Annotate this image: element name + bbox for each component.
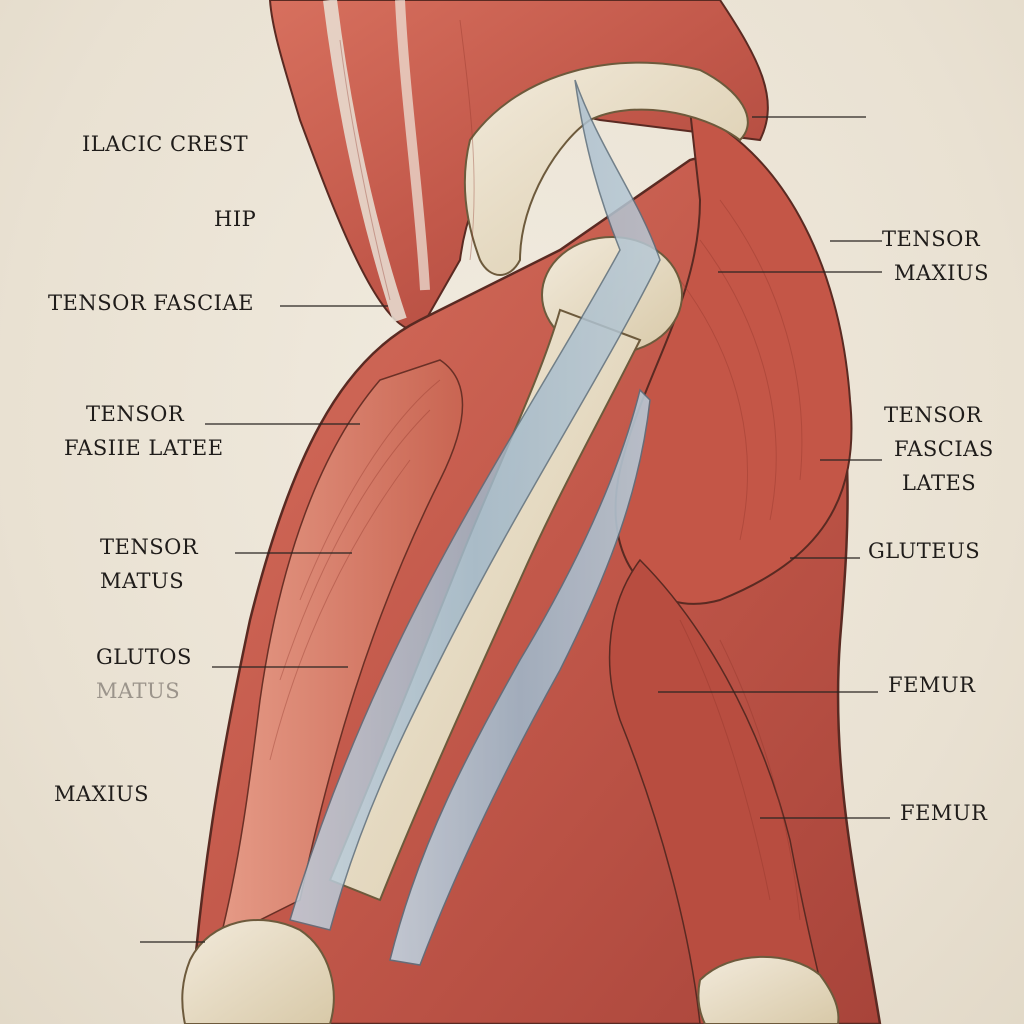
label-hip: HIP <box>214 207 257 231</box>
label-tensor-fasiie-latee: TENSOR FASIIE LATEE <box>64 402 224 460</box>
label-tensor-maxius: TENSOR MAXIUS <box>882 227 989 285</box>
gluteus-maximus-muscle <box>614 108 853 605</box>
tensor-tendon <box>389 388 651 966</box>
label-femur-2: FEMUR <box>900 801 988 825</box>
pelvis-bone <box>463 61 749 276</box>
rectus-sheath <box>323 0 407 323</box>
label-maxius: MAXIUS <box>54 782 149 806</box>
hamstring-muscle <box>608 558 831 1024</box>
label-tensor-fasciae: TENSOR FASCIAE <box>48 291 254 315</box>
label-gluteus: GLUTEUS <box>868 539 981 563</box>
label-ilacic-crest: ILACIC CREST <box>82 132 249 156</box>
knee-condyle-right <box>697 955 840 1024</box>
label-tensor-fascias-lates: TENSOR FASCIAS LATES <box>884 403 994 495</box>
muscle-fiber-texture <box>269 19 803 921</box>
label-femur-1: FEMUR <box>888 673 976 697</box>
label-tensor-matus: TENSOR MATUS <box>100 535 199 593</box>
label-glutos-matus: GLUTOS MATUS <box>96 645 192 703</box>
leader-lines <box>140 116 890 943</box>
knee-condyle-left <box>181 919 335 1024</box>
iliotibial-band <box>289 79 661 931</box>
